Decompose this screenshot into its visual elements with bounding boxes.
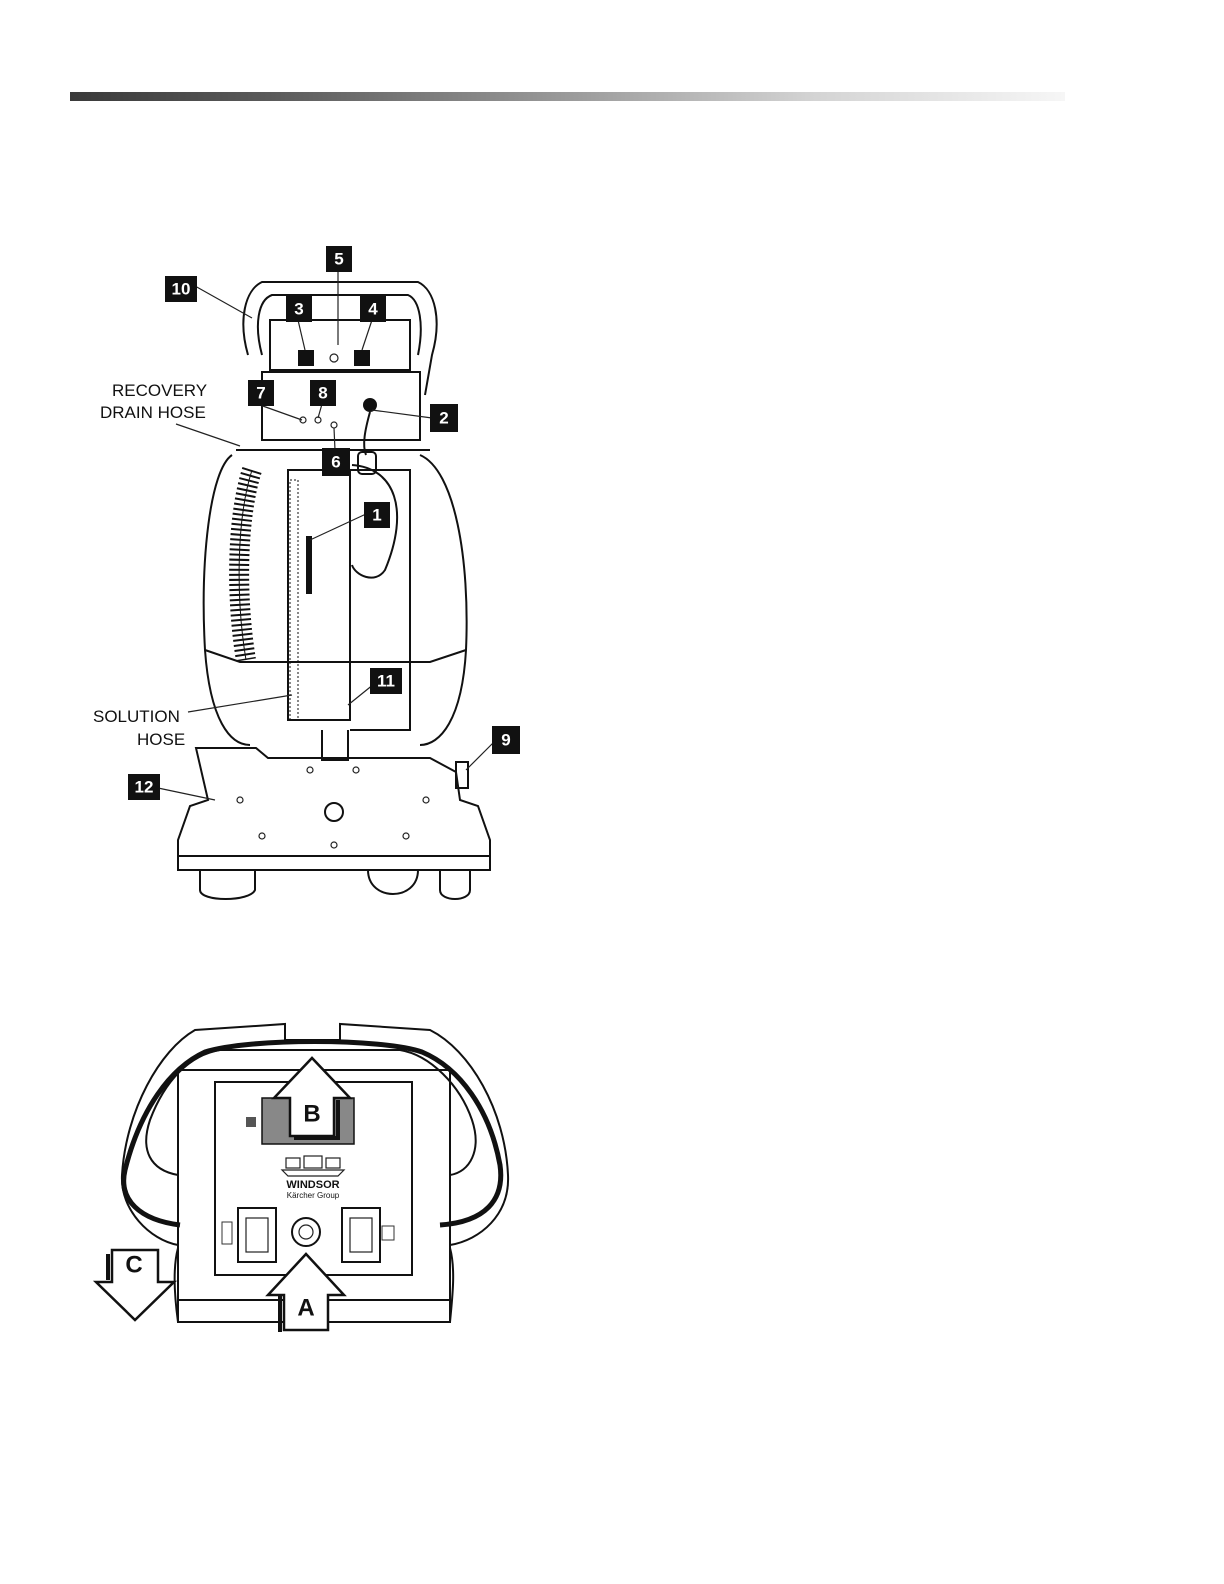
callout-12: 12: [128, 774, 160, 800]
svg-text:9: 9: [501, 731, 510, 750]
svg-text:2: 2: [439, 409, 448, 428]
callout-3: 3: [286, 296, 312, 322]
windsor-logo: WINDSOR Kärcher Group: [282, 1156, 344, 1200]
control-panel-lower: [262, 372, 420, 440]
recovery-drain-hose-label: RECOVERY: [112, 381, 207, 400]
callout-10: 10: [165, 276, 197, 302]
callout-6: 6: [322, 448, 350, 476]
indicator-6-icon: [331, 422, 337, 428]
svg-text:C: C: [125, 1252, 142, 1279]
center-column-11: [322, 730, 348, 760]
svg-text:WINDSOR: WINDSOR: [286, 1179, 339, 1191]
handle-outline: [243, 282, 436, 395]
solution-tank-column: [288, 470, 350, 720]
left-rocker-switch: [238, 1208, 276, 1262]
svg-text:4: 4: [368, 300, 378, 319]
callout-8: 8: [310, 380, 336, 406]
svg-text:11: 11: [377, 672, 395, 691]
svg-text:Kärcher Group: Kärcher Group: [287, 1191, 340, 1200]
svg-text:1: 1: [372, 506, 381, 525]
svg-text:B: B: [303, 1101, 320, 1128]
body-right-outline: [420, 455, 467, 745]
control-panel-closeup-figure: WINDSOR Kärcher Group B A C: [90, 1015, 530, 1345]
center-knob: [292, 1218, 320, 1246]
switch-3-icon: [298, 350, 314, 366]
callout-9: 9: [492, 726, 520, 754]
right-rocker-switch: [342, 1208, 380, 1262]
svg-text:8: 8: [318, 384, 327, 403]
solution-hose-icon: [290, 480, 298, 720]
callout-11: 11: [370, 668, 402, 694]
svg-text:3: 3: [294, 300, 303, 319]
callout-2: 2: [430, 404, 458, 432]
machine-rear-view-figure: 1 2 3 4 5 6 7 8 9 10 11 12 RECOVERY DRAI…: [80, 240, 540, 910]
right-switch-symbol-icon: [382, 1226, 394, 1240]
solution-hose-label: SOLUTION: [93, 707, 180, 726]
wheel-right-icon: [440, 870, 470, 899]
callout-5: 5: [326, 246, 352, 272]
header-gradient-bar: [70, 92, 1065, 101]
svg-text:12: 12: [135, 778, 154, 797]
indicator-5-icon: [330, 354, 338, 362]
left-switch-symbol-icon: [222, 1222, 232, 1244]
svg-text:A: A: [297, 1295, 314, 1322]
control-panel-upper: [270, 320, 410, 370]
solution-hose-label-2: HOSE: [137, 730, 185, 749]
wheel-left-icon: [200, 870, 255, 899]
svg-text:7: 7: [256, 384, 265, 403]
svg-text:10: 10: [172, 280, 191, 299]
arrow-c-down-icon: C: [96, 1250, 174, 1320]
callout-1: 1: [364, 502, 390, 528]
arrow-a-up-icon: A: [268, 1254, 344, 1332]
svg-text:6: 6: [331, 453, 340, 472]
switch-4-icon: [354, 350, 370, 366]
callout-7: 7: [248, 380, 274, 406]
recovery-drain-hose-label-2: DRAIN HOSE: [100, 403, 206, 422]
recovery-drain-hose-icon: [239, 470, 252, 660]
small-sticker-icon: [246, 1117, 256, 1127]
svg-text:5: 5: [334, 250, 343, 269]
wheel-center-icon: [368, 870, 418, 894]
callout-4: 4: [360, 296, 386, 322]
